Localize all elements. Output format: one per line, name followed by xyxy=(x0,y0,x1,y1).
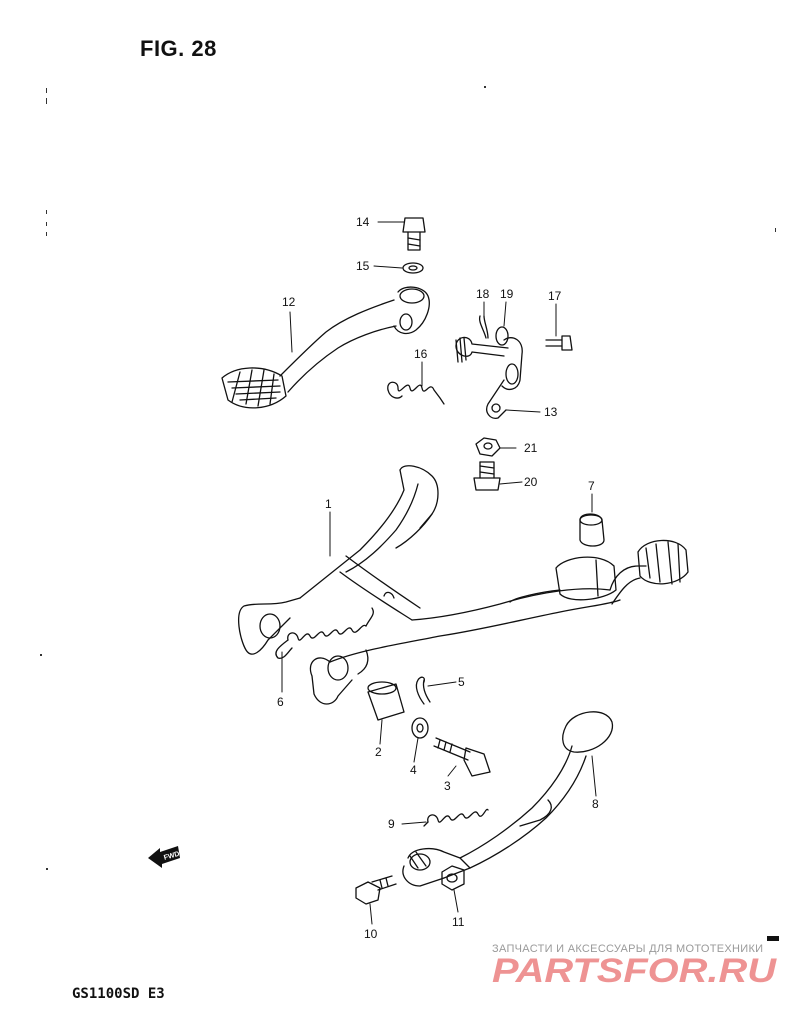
cotter-pin-part-18 xyxy=(478,315,489,339)
bolt-part-20 xyxy=(473,461,501,491)
scan-specks xyxy=(40,86,776,870)
watermark-mark xyxy=(767,936,779,941)
fwd-label: FWD xyxy=(163,851,180,862)
part-label-13: 13 xyxy=(544,405,558,419)
bolt-part-3 xyxy=(433,737,491,777)
center-stand-part-1 xyxy=(238,465,689,705)
leader-lines xyxy=(281,221,597,925)
part-label-12: 12 xyxy=(282,295,296,309)
pin-part-17 xyxy=(545,335,573,351)
part-label-1: 1 xyxy=(325,497,332,511)
stopper-part-7 xyxy=(579,513,605,547)
cotter-pin-part-5 xyxy=(415,676,431,705)
part-label-5: 5 xyxy=(458,675,465,689)
part-label-17: 17 xyxy=(548,289,562,303)
side-stand-part-8 xyxy=(402,711,613,887)
spring-part-16 xyxy=(387,381,445,405)
bolt-part-10 xyxy=(355,875,397,905)
spring-part-9 xyxy=(423,808,489,827)
part-label-8: 8 xyxy=(592,797,599,811)
part-label-3: 3 xyxy=(444,779,451,793)
part-label-19: 19 xyxy=(500,287,514,301)
washer-part-19 xyxy=(495,326,509,346)
model-code: GS1100SD E3 xyxy=(72,986,165,1002)
part-label-10: 10 xyxy=(364,927,378,941)
washer-part-4 xyxy=(411,717,429,739)
part-label-4: 4 xyxy=(410,763,417,777)
part-label-7: 7 xyxy=(588,479,595,493)
brake-pedal-part-12 xyxy=(221,286,430,409)
nut-part-21 xyxy=(475,437,501,457)
washer-part-15 xyxy=(402,262,424,274)
part-labels: 14 15 12 16 18 19 17 13 21 20 7 1 6 5 2 … xyxy=(277,215,599,941)
nut-part-11 xyxy=(441,865,465,891)
bolt-part-14 xyxy=(402,217,426,251)
part-label-6: 6 xyxy=(277,695,284,709)
figure-title: FIG. 28 xyxy=(140,36,217,61)
spacer-part-2 xyxy=(367,681,405,721)
watermark-tagline: ЗАПЧАСТИ И АКСЕССУАРЫ ДЛЯ МОТОТЕХНИКИ xyxy=(492,943,764,955)
part-label-18: 18 xyxy=(476,287,490,301)
part-label-9: 9 xyxy=(388,817,395,831)
part-label-2: 2 xyxy=(375,745,382,759)
spring-part-6 xyxy=(275,607,374,659)
watermark-brand: PARTSFOR.RU xyxy=(492,952,778,990)
watermark-logo: PARTSFOR.RU xyxy=(492,952,778,990)
brake-lever-part-13 xyxy=(455,336,523,419)
part-label-21: 21 xyxy=(524,441,538,455)
fwd-arrow-icon: FWD xyxy=(148,846,180,868)
part-label-20: 20 xyxy=(524,475,538,489)
part-label-15: 15 xyxy=(356,259,370,273)
part-label-11: 11 xyxy=(452,915,465,929)
part-label-14: 14 xyxy=(356,215,370,229)
part-label-16: 16 xyxy=(414,347,428,361)
